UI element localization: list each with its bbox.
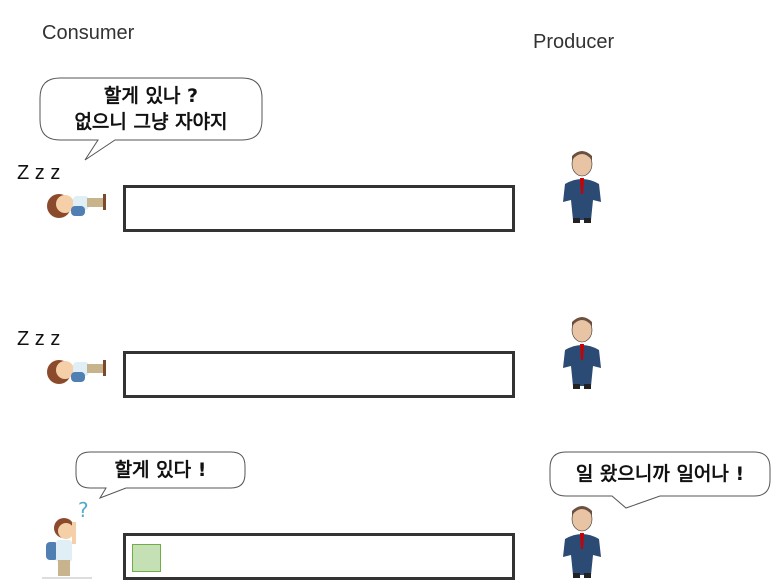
bubble-text: 일 왔으니까 일어나 ! bbox=[575, 463, 745, 485]
producer-speech-bubble: 일 왔으니까 일어나 ! bbox=[549, 451, 771, 509]
bubble-line-1: 할게 있나 ? bbox=[103, 85, 199, 107]
queue-item bbox=[132, 544, 161, 572]
queue-box bbox=[123, 533, 515, 580]
consumer-speech-bubble: 할게 있다 ! bbox=[75, 451, 246, 499]
sleep-zzz: Z z z bbox=[17, 162, 61, 184]
sleep-zzz: Z z z bbox=[17, 328, 61, 350]
waking-consumer-icon bbox=[42, 518, 92, 579]
sleeping-consumer-icon bbox=[47, 194, 106, 218]
producer-icon bbox=[563, 506, 601, 578]
producer-icon bbox=[563, 317, 601, 389]
bubble-line-2: 없으니 그냥 자야지 bbox=[74, 111, 228, 133]
producer-icon bbox=[563, 151, 601, 223]
consumer-label: Consumer bbox=[42, 22, 135, 44]
bubble-text: 할게 있다 ! bbox=[114, 459, 207, 481]
producer-label: Producer bbox=[533, 31, 615, 53]
queue-box bbox=[123, 351, 515, 398]
queue-box bbox=[123, 185, 515, 232]
sleeping-consumer-icon bbox=[47, 360, 106, 384]
question-mark-icon: ? bbox=[78, 498, 89, 522]
consumer-speech-bubble: 할게 있나 ? 없으니 그냥 자야지 bbox=[39, 77, 263, 161]
